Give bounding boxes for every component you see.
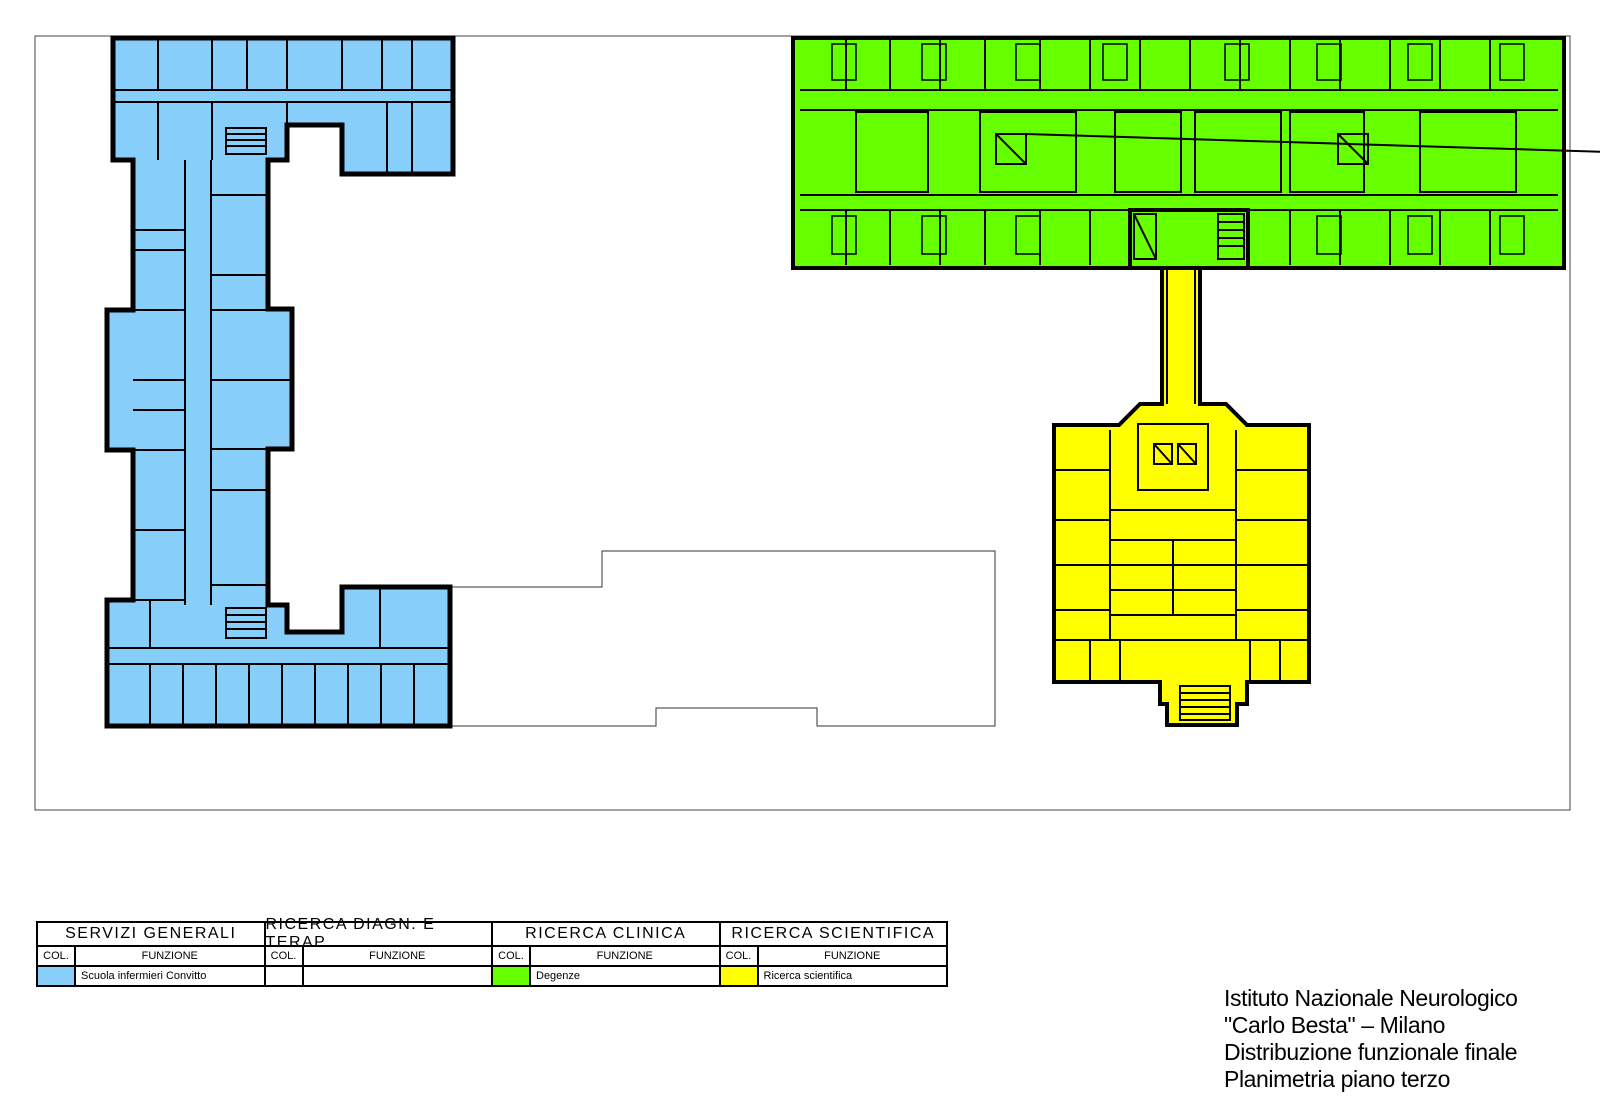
- wing-scuola-infermieri-partitions: [107, 38, 453, 726]
- legend-swatch: [38, 967, 74, 985]
- floor-plan: [34, 35, 1600, 811]
- legend-col-header: COL.: [266, 947, 304, 965]
- legend-group-ricerca-clinica: RICERCA CLINICA COL. FUNZIONE Degenze: [493, 923, 721, 985]
- legend-function-header: FUNZIONE: [141, 950, 198, 962]
- wing-degenze-partitions: [800, 40, 1600, 265]
- legend-col-header: COL.: [493, 947, 531, 965]
- legend-group-title: RICERCA CLINICA: [493, 923, 719, 947]
- legend-swatch: [493, 967, 529, 985]
- title-block: Istituto Nazionale Neurologico "Carlo Be…: [1224, 985, 1518, 1093]
- legend-group-title: RICERCA SCIENTIFICA: [720, 923, 946, 947]
- wing-ricerca-scientifica: [1052, 266, 1311, 727]
- wing-scuola-infermieri: [104, 35, 456, 729]
- title-line-description: Distribuzione funzionale finale: [1224, 1039, 1518, 1065]
- wing-degenze: [791, 36, 1566, 270]
- legend-group-ricerca-diagn: RICERCA DIAGN. E TERAP. COL. FUNZIONE: [265, 916, 493, 985]
- wing-ricerca-scientifica-partitions: [1054, 270, 1309, 721]
- legend-function-value: Scuola infermieri Convitto: [81, 970, 207, 982]
- legend-function-value: Degenze: [536, 970, 581, 982]
- legend-function-value: Ricerca scientifica: [763, 970, 853, 982]
- legend-swatch: [720, 967, 757, 985]
- legend-col-header: COL.: [721, 947, 759, 965]
- title-line-institute: Istituto Nazionale Neurologico: [1224, 985, 1518, 1011]
- legend-swatch: [266, 967, 302, 985]
- legend-function-header: FUNZIONE: [369, 950, 426, 962]
- wing-degenze-bathrooms: [831, 43, 1525, 255]
- legend-col-header: COL.: [38, 947, 76, 965]
- legend-group-title: SERVIZI GENERALI: [38, 923, 264, 947]
- title-line-name: "Carlo Besta" – Milano: [1224, 1012, 1446, 1038]
- adjacent-building-outline: [450, 550, 996, 727]
- legend-function-header: FUNZIONE: [824, 950, 881, 962]
- legend-function-value: [304, 967, 492, 985]
- legend-group-title: RICERCA DIAGN. E TERAP.: [265, 916, 491, 951]
- title-line-plan: Planimetria piano terzo: [1224, 1066, 1451, 1092]
- legend-table: SERVIZI GENERALI COL. FUNZIONE Scuola in…: [36, 916, 948, 987]
- legend-group-ricerca-scientifica: RICERCA SCIENTIFICA COL. FUNZIONE Ricerc…: [720, 923, 946, 985]
- legend-group-servizi-generali: SERVIZI GENERALI COL. FUNZIONE Scuola in…: [38, 923, 266, 985]
- legend-function-header: FUNZIONE: [596, 950, 653, 962]
